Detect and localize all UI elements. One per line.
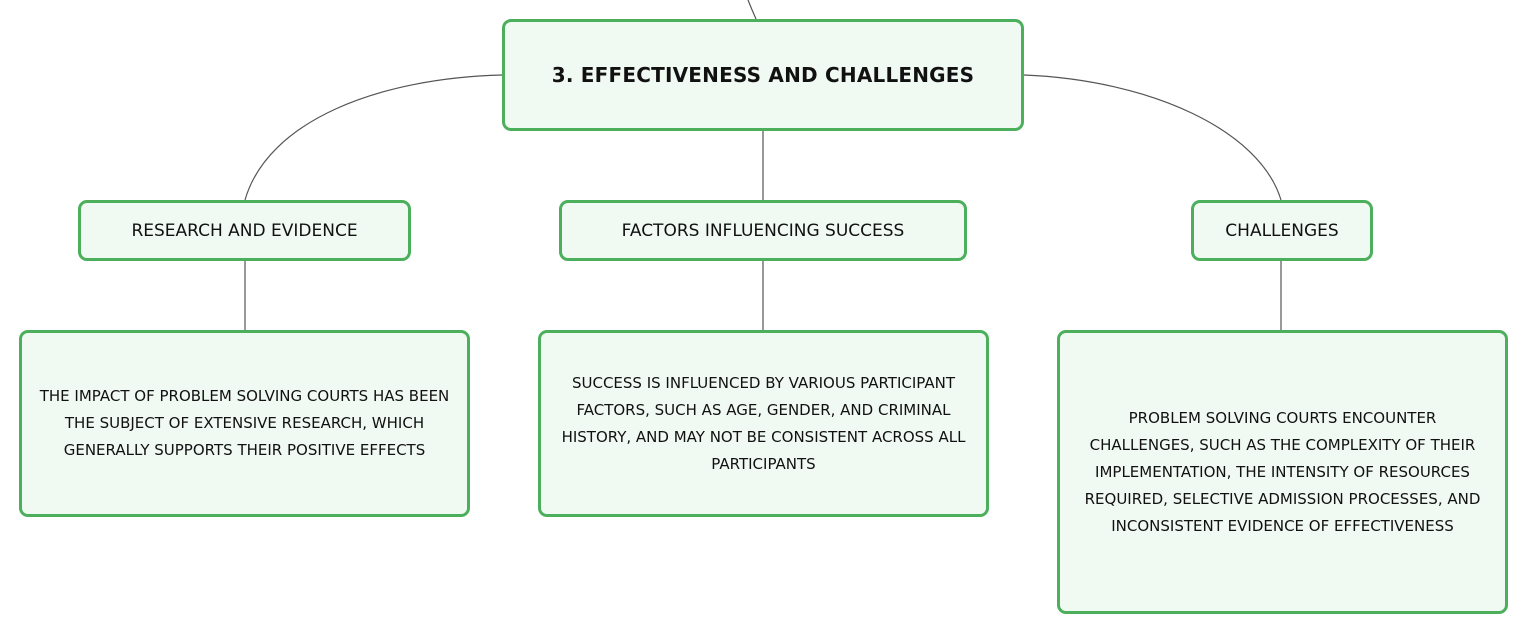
root-topic-label: 3. EFFECTIVENESS AND CHALLENGES — [551, 63, 975, 87]
detail-node-challenges[interactable]: PROBLEM SOLVING COURTS ENCOUNTER CHALLEN… — [1057, 330, 1508, 614]
detail-text-challenges: PROBLEM SOLVING COURTS ENCOUNTER CHALLEN… — [1084, 408, 1481, 535]
branch-node-factors-influencing-success[interactable]: FACTORS INFLUENCING SUCCESS — [559, 200, 967, 261]
detail-text-research-and-evidence: THE IMPACT OF PROBLEM SOLVING COURTS HAS… — [39, 387, 450, 459]
branch-node-challenges[interactable]: CHALLENGES — [1191, 200, 1373, 261]
detail-node-research-and-evidence[interactable]: THE IMPACT OF PROBLEM SOLVING COURTS HAS… — [19, 330, 470, 517]
branch-node-research-and-evidence[interactable]: RESEARCH AND EVIDENCE — [78, 200, 411, 261]
branch-label-challenges: CHALLENGES — [1225, 220, 1339, 241]
branch-label-research-and-evidence: RESEARCH AND EVIDENCE — [131, 220, 358, 241]
connector-root-to-challenges — [1023, 74, 1282, 201]
detail-node-factors-influencing-success[interactable]: SUCCESS IS INFLUENCED BY VARIOUS PARTICI… — [538, 330, 989, 517]
root-topic-node[interactable]: 3. EFFECTIVENESS AND CHALLENGES — [502, 19, 1024, 131]
connector-parent-to-root — [747, 0, 757, 20]
branch-label-factors-influencing-success: FACTORS INFLUENCING SUCCESS — [621, 220, 905, 241]
connector-root-to-research — [244, 74, 503, 201]
detail-text-factors-influencing-success: SUCCESS IS INFLUENCED BY VARIOUS PARTICI… — [561, 373, 966, 473]
